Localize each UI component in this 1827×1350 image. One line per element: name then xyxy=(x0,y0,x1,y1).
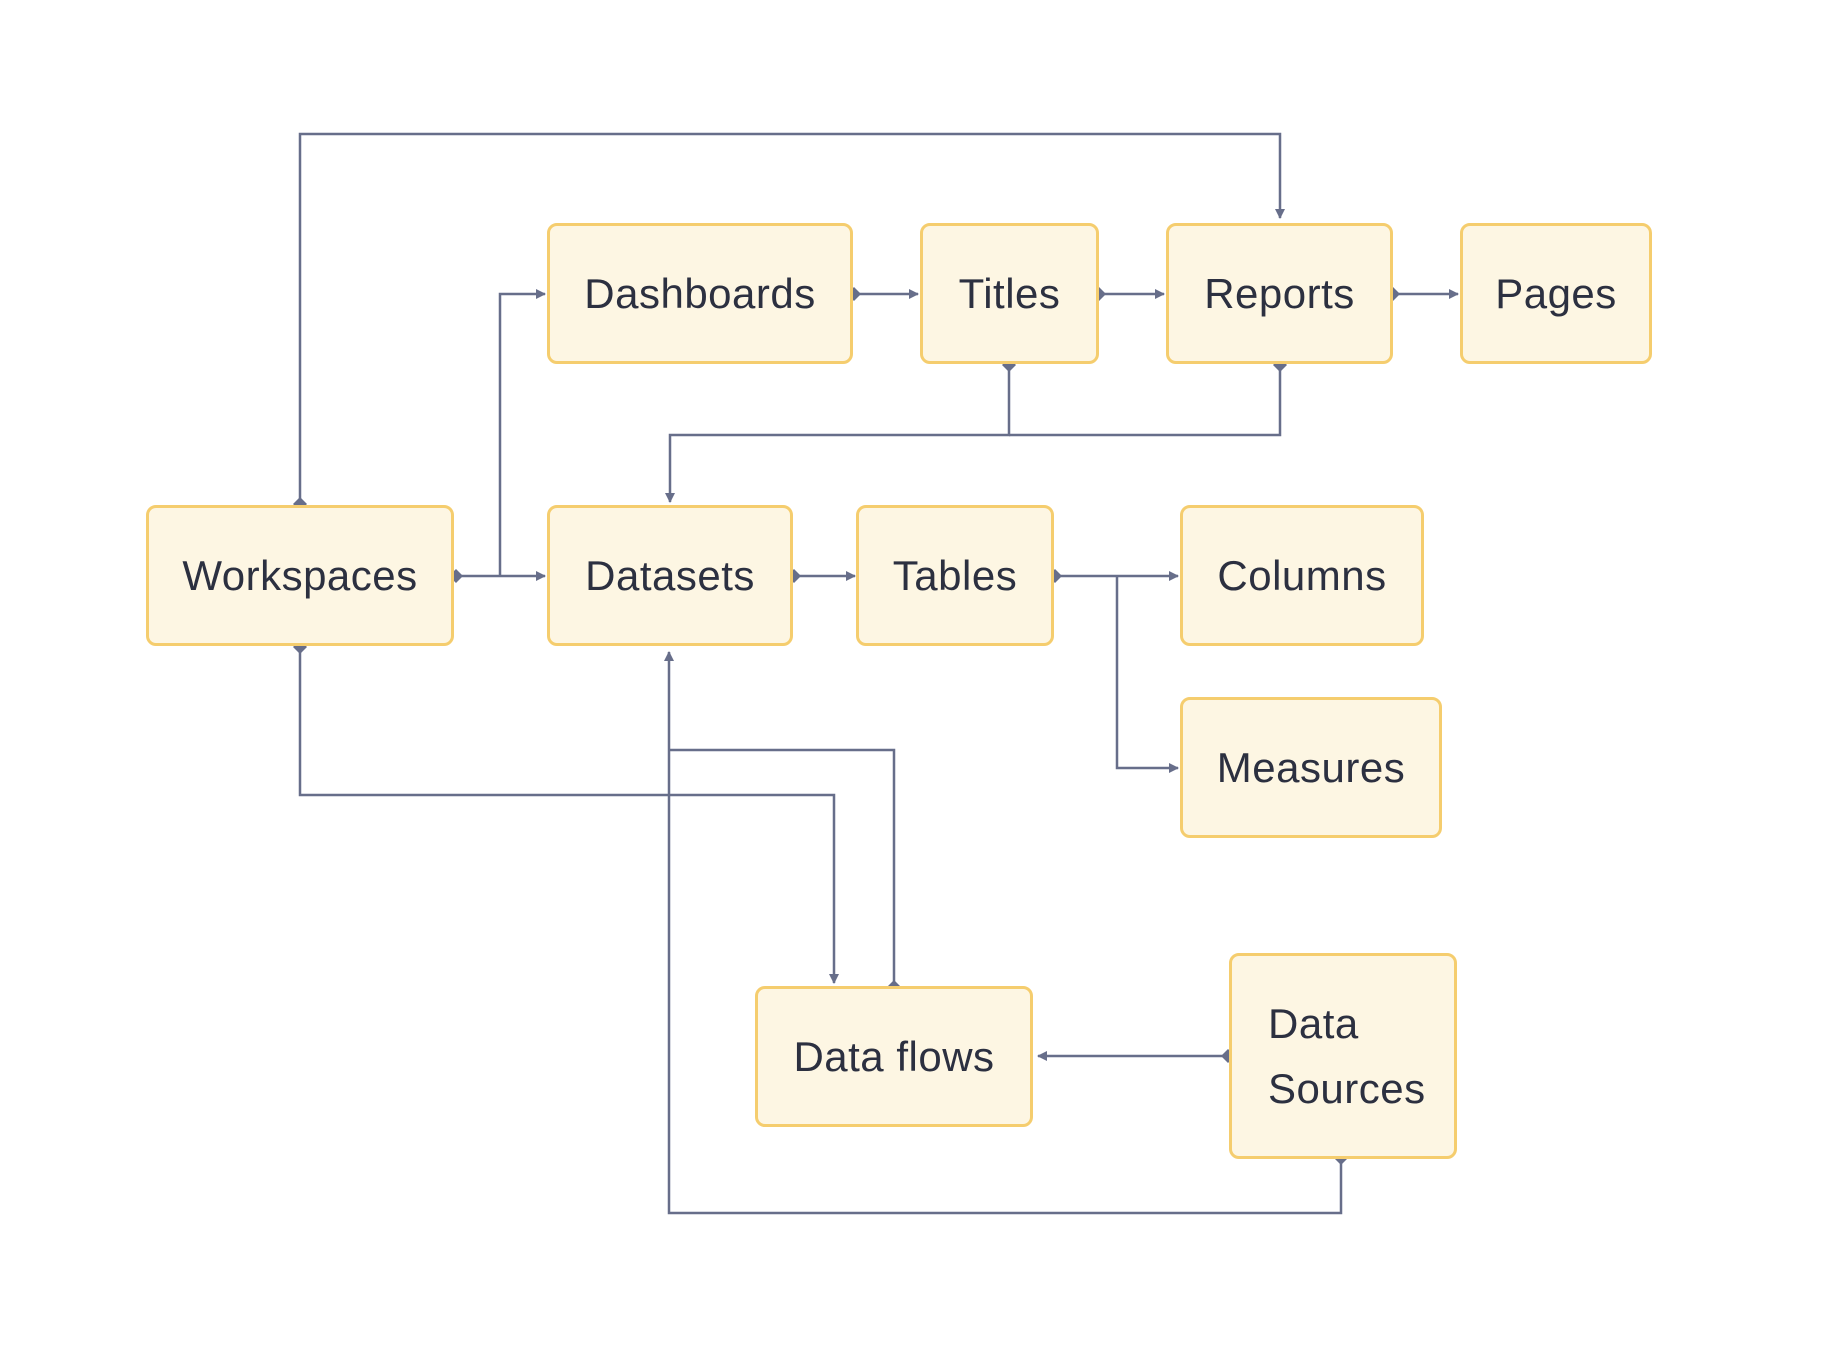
node-titles-label: Titles xyxy=(958,269,1061,317)
node-datasets[interactable]: Datasets xyxy=(547,505,793,646)
connector-workspaces-dataflows xyxy=(293,640,839,984)
node-workspaces-label: Workspaces xyxy=(182,551,418,599)
node-pages-label: Pages xyxy=(1495,269,1617,317)
node-data-sources[interactable]: Data Sources xyxy=(1229,953,1457,1159)
node-measures-label: Measures xyxy=(1216,743,1406,791)
node-workspaces[interactable]: Workspaces xyxy=(146,505,454,646)
node-reports[interactable]: Reports xyxy=(1166,223,1393,364)
node-tables[interactable]: Tables xyxy=(856,505,1054,646)
connector-titles-datasets xyxy=(665,358,1016,503)
connector-dataflows-datasets xyxy=(669,748,896,987)
node-dashboards-label: Dashboards xyxy=(584,269,816,317)
node-data-flows-label: Data flows xyxy=(793,1032,995,1080)
node-reports-label: Reports xyxy=(1204,269,1355,317)
connector-workspaces-dashboards xyxy=(498,289,546,576)
connector-reports-datasets xyxy=(1009,358,1287,437)
node-pages[interactable]: Pages xyxy=(1460,223,1652,364)
node-columns[interactable]: Columns xyxy=(1180,505,1424,646)
node-datasets-label: Datasets xyxy=(585,551,755,599)
node-data-flows[interactable]: Data flows xyxy=(755,986,1033,1127)
node-columns-label: Columns xyxy=(1217,551,1387,599)
node-titles[interactable]: Titles xyxy=(920,223,1099,364)
node-tables-label: Tables xyxy=(892,551,1018,599)
node-dashboards[interactable]: Dashboards xyxy=(547,223,853,364)
node-measures[interactable]: Measures xyxy=(1180,697,1442,838)
connector-tables-measures xyxy=(1115,576,1179,773)
node-data-sources-label: Data Sources xyxy=(1268,999,1426,1112)
